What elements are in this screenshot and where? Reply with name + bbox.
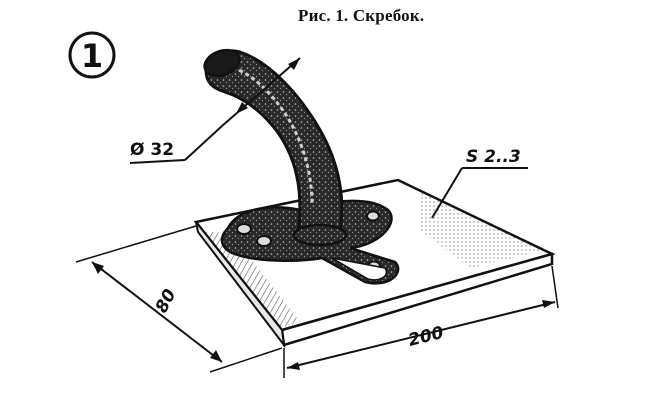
diameter-dimension: Ø 32 <box>129 57 301 164</box>
handle-pipe <box>203 48 348 247</box>
figure-number: 1 <box>81 37 103 75</box>
bolt-hole <box>256 235 272 247</box>
thickness-label: S 2..3 <box>466 147 521 167</box>
weld-ring <box>292 223 348 247</box>
plate-left-edge <box>195 221 286 349</box>
thickness-dimension: S 2..3 <box>431 147 528 219</box>
plate-hatch <box>205 232 300 328</box>
pipe-end <box>203 48 241 78</box>
figure-title: Рис. 1. Скребок. <box>298 6 425 25</box>
diameter-label: Ø 32 <box>130 140 174 160</box>
bolt-hole <box>366 210 380 222</box>
plate-shading <box>420 190 545 268</box>
length-label: 200 <box>406 323 445 351</box>
figure-number-badge: 1 <box>68 31 116 79</box>
bolt-hole <box>236 223 252 235</box>
